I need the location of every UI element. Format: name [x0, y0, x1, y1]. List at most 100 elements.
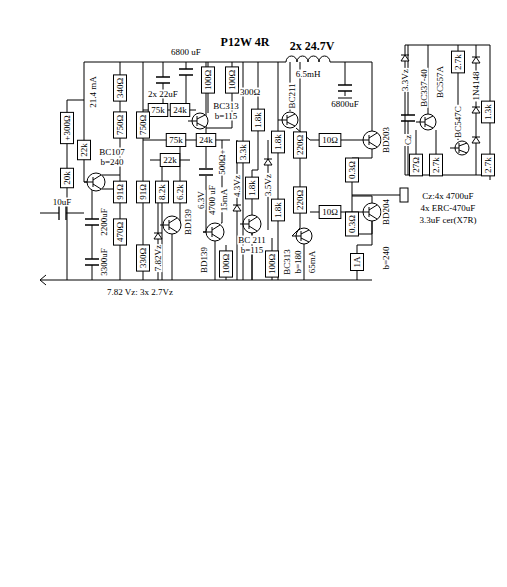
transistor-leads	[160, 218, 177, 232]
resistor-symbol	[61, 112, 74, 143]
component-value: 22k	[80, 142, 89, 158]
component-value: 220Ω	[296, 134, 305, 156]
component-value: 1A	[353, 256, 362, 269]
resistor-symbol	[482, 154, 495, 176]
resistor-symbol	[166, 134, 186, 147]
part-label: b=180	[294, 249, 303, 274]
part-label: 6.3V	[197, 190, 206, 210]
resistor-symbol	[351, 254, 364, 271]
component-value: 3.3k	[239, 143, 248, 161]
part-label: 2200uF	[100, 207, 109, 237]
component-value: 6.2k	[176, 183, 185, 201]
resistor-symbol	[294, 187, 307, 213]
resistor-symbol	[252, 109, 265, 131]
wire	[345, 91, 346, 96]
diode-symbol	[233, 205, 241, 211]
wire	[352, 196, 372, 203]
capacitor-symbol	[338, 85, 352, 91]
resistor-symbol	[226, 67, 239, 93]
resistor-symbol	[430, 154, 443, 176]
part-label: 15mA	[220, 188, 229, 213]
component-value: 10Ω	[321, 208, 339, 217]
part-label: 3.3Vz	[401, 68, 410, 92]
part-label: 10uF	[52, 198, 73, 207]
component-value: 24k	[198, 136, 214, 145]
diode-symbol	[264, 159, 272, 165]
part-label: b=115	[240, 246, 265, 255]
resistor-symbol	[137, 181, 150, 203]
part-label: 4700 uF	[208, 184, 217, 216]
resistor-symbol	[78, 140, 91, 160]
part-label: b=115	[214, 112, 239, 121]
component-value: 2.7k	[432, 156, 441, 174]
wire	[40, 213, 59, 214]
transistor-leads	[360, 205, 377, 219]
wire	[102, 175, 120, 176]
resistor-symbol	[319, 134, 341, 147]
part-label: BC313	[212, 102, 240, 111]
capacitor-symbol	[59, 206, 66, 220]
part-label: BC211	[288, 82, 297, 109]
wire	[92, 265, 93, 280]
wire	[143, 140, 230, 141]
part-label: 3300uF	[100, 247, 109, 277]
transistor-leads	[292, 230, 309, 242]
resistor-symbol	[170, 104, 190, 117]
part-label: Cz:4x 4700uF	[421, 192, 474, 201]
component-value: 2.7k	[484, 156, 493, 174]
part-label: BC337-40	[420, 68, 429, 108]
wire	[357, 221, 372, 280]
wire	[67, 100, 84, 101]
resistor-symbol	[160, 154, 180, 167]
component-value: 75k	[168, 136, 184, 145]
wire	[278, 62, 279, 280]
part-label: BD203	[382, 126, 391, 154]
wire	[345, 62, 346, 85]
component-value: 220Ω	[296, 189, 305, 211]
wire	[92, 225, 93, 259]
component-value: 100Ω	[222, 253, 231, 275]
diode-symbol	[472, 137, 480, 143]
wire	[352, 195, 400, 196]
transistor-leads	[188, 115, 205, 127]
resistor-symbol	[482, 101, 495, 123]
component-value: 91Ω	[139, 183, 148, 201]
component-value: 91Ω	[116, 183, 125, 201]
capacitor-symbol	[199, 169, 213, 175]
component-value: 750Ω	[116, 114, 125, 136]
resistor-symbol	[294, 132, 307, 158]
wire	[215, 241, 216, 280]
resistor-symbol	[220, 251, 233, 277]
part-label: b=240	[99, 158, 124, 167]
part-label: BC547C	[454, 105, 463, 139]
part-label: 4x ERC-470uF	[420, 204, 477, 213]
part-label: 4.3Vz	[233, 174, 242, 198]
part-label: 6800 uF	[170, 48, 202, 57]
wire	[84, 62, 87, 182]
component-value: 1.8k	[248, 179, 257, 197]
part-label: 65mA	[308, 250, 317, 275]
transistor-leads	[450, 143, 467, 153]
resistor-symbol	[114, 112, 127, 138]
part-label: BC313	[283, 248, 292, 276]
wire	[163, 62, 164, 77]
component-value: 1.8k	[254, 111, 263, 129]
component-value: 10Ω	[321, 136, 339, 145]
component-value: 100Ω	[268, 253, 277, 275]
resistor-symbol	[237, 141, 250, 163]
part-label: 2x 24.7V	[289, 40, 336, 52]
component-value: 20k	[63, 170, 72, 186]
resistor-symbol	[346, 212, 359, 236]
component-value: 27Ω	[412, 156, 421, 174]
component-value: 470Ω	[116, 221, 125, 243]
wire	[186, 62, 187, 69]
input-arrow	[40, 275, 46, 285]
component-value: 750Ω	[139, 114, 148, 136]
resistor-symbol	[246, 177, 259, 199]
part-label: b=240	[382, 245, 391, 270]
component-value: 1.8k	[274, 133, 283, 151]
speaker-terminal	[400, 188, 408, 202]
component-value: 340Ω	[116, 77, 125, 99]
resistor-symbol	[114, 219, 127, 245]
